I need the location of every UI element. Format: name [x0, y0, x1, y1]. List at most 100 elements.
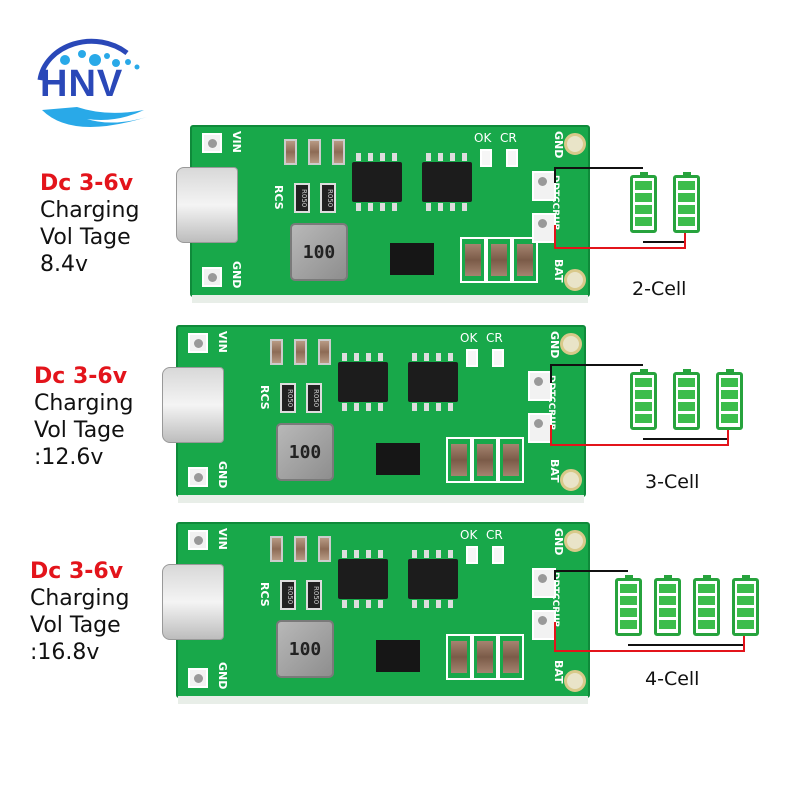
- capacitor: [308, 139, 321, 165]
- battery-bar: [678, 193, 695, 202]
- battery-cell-icon: [732, 575, 759, 636]
- rcs-label: RCS: [272, 185, 285, 210]
- charging-label: Charging: [30, 586, 130, 611]
- battery-bar: [737, 608, 754, 617]
- vin-pad: [188, 530, 208, 550]
- ok-led: [466, 349, 478, 367]
- vin-label: VIN: [230, 131, 243, 153]
- ok-label: OK: [460, 528, 478, 542]
- battery-cell-icon: [673, 172, 700, 233]
- battery-bar: [678, 378, 695, 387]
- battery-bar: [635, 402, 652, 411]
- gnd-label: GND: [216, 461, 229, 489]
- capacitor: [284, 139, 297, 165]
- bat-pos-terminal: [528, 413, 552, 443]
- capacitor: [472, 437, 498, 483]
- battery-bar: [678, 205, 695, 214]
- sense-resistor: R050: [280, 383, 296, 413]
- cr-label: CR: [486, 528, 503, 542]
- diode: [390, 243, 434, 275]
- cr-led: [506, 149, 518, 167]
- bat-neg-terminal: [528, 371, 552, 401]
- charging-voltage: :16.8v: [30, 640, 100, 665]
- battery-bar: [678, 402, 695, 411]
- battery-bar: [659, 608, 676, 617]
- capacitor: [270, 536, 283, 562]
- mosfet-ic: [408, 550, 458, 608]
- bat-neg-terminal: [532, 568, 556, 598]
- battery-cell-icon: [630, 369, 657, 430]
- battery-bar: [678, 181, 695, 190]
- mount-hole: [560, 333, 582, 355]
- model-label: DDTCCRUB: [550, 175, 560, 231]
- capacitor: [446, 437, 472, 483]
- capacitor: [332, 139, 345, 165]
- battery-bar: [721, 390, 738, 399]
- battery-bar: [620, 608, 637, 617]
- battery-bar: [678, 390, 695, 399]
- inductor: 100: [290, 223, 348, 281]
- battery-cell-icon: [693, 575, 720, 636]
- gnd-label: GND: [552, 528, 565, 556]
- mosfet-ic: [422, 153, 472, 211]
- charging-voltage: 8.4v: [40, 252, 89, 277]
- battery-bar: [620, 620, 637, 629]
- board-edge: [192, 295, 588, 303]
- battery-bar: [737, 584, 754, 593]
- charging-label: Charging: [34, 391, 134, 416]
- sense-resistor: R050: [294, 183, 310, 213]
- board-edge: [178, 696, 588, 704]
- capacitor: [446, 634, 472, 680]
- battery-bar: [721, 378, 738, 387]
- battery-bar: [635, 378, 652, 387]
- battery-cell-icon: [630, 172, 657, 233]
- charging-label: Charging: [40, 198, 140, 223]
- cell-count-label: 3-Cell: [645, 471, 700, 493]
- cr-label: CR: [486, 331, 503, 345]
- hnv-logo: HNV: [32, 35, 152, 135]
- ok-label: OK: [474, 131, 492, 145]
- battery-bar: [620, 596, 637, 605]
- battery-cell-icon: [716, 369, 743, 430]
- voltage-label: Vol Tage: [40, 225, 131, 250]
- cr-led: [492, 546, 504, 564]
- bat-label: BAT: [552, 660, 565, 684]
- battery-bar: [698, 608, 715, 617]
- ok-label: OK: [460, 331, 478, 345]
- bat-pos-terminal: [532, 610, 556, 640]
- sense-resistor: R050: [306, 383, 322, 413]
- battery-bar: [721, 414, 738, 423]
- battery-bar: [635, 205, 652, 214]
- battery-bar: [659, 584, 676, 593]
- vin-label: VIN: [216, 528, 229, 550]
- capacitor: [486, 237, 512, 283]
- battery-bar: [678, 217, 695, 226]
- voltage-label: Vol Tage: [34, 418, 125, 443]
- usb-c-port-icon: [176, 167, 238, 243]
- battery-bar: [635, 217, 652, 226]
- usb-c-port-icon: [162, 564, 224, 640]
- capacitor: [512, 237, 538, 283]
- charging-voltage: :12.6v: [34, 445, 104, 470]
- vin-pad: [188, 333, 208, 353]
- mount-hole: [564, 133, 586, 155]
- mount-hole: [564, 269, 586, 291]
- cell-count-label: 4-Cell: [645, 668, 700, 690]
- gnd-label: GND: [216, 662, 229, 690]
- cr-led: [492, 349, 504, 367]
- battery-bar: [698, 584, 715, 593]
- mount-hole: [560, 469, 582, 491]
- model-label: DDTCCRUB: [546, 375, 556, 431]
- gnd-pad: [202, 267, 222, 287]
- battery-bar: [635, 181, 652, 190]
- sense-resistor: R050: [306, 580, 322, 610]
- input-voltage: Dc 3-6v: [34, 364, 128, 389]
- model-label: DDTCCRUB: [550, 572, 560, 628]
- ok-led: [480, 149, 492, 167]
- battery-bar: [737, 620, 754, 629]
- capacitor: [498, 437, 524, 483]
- capacitor: [472, 634, 498, 680]
